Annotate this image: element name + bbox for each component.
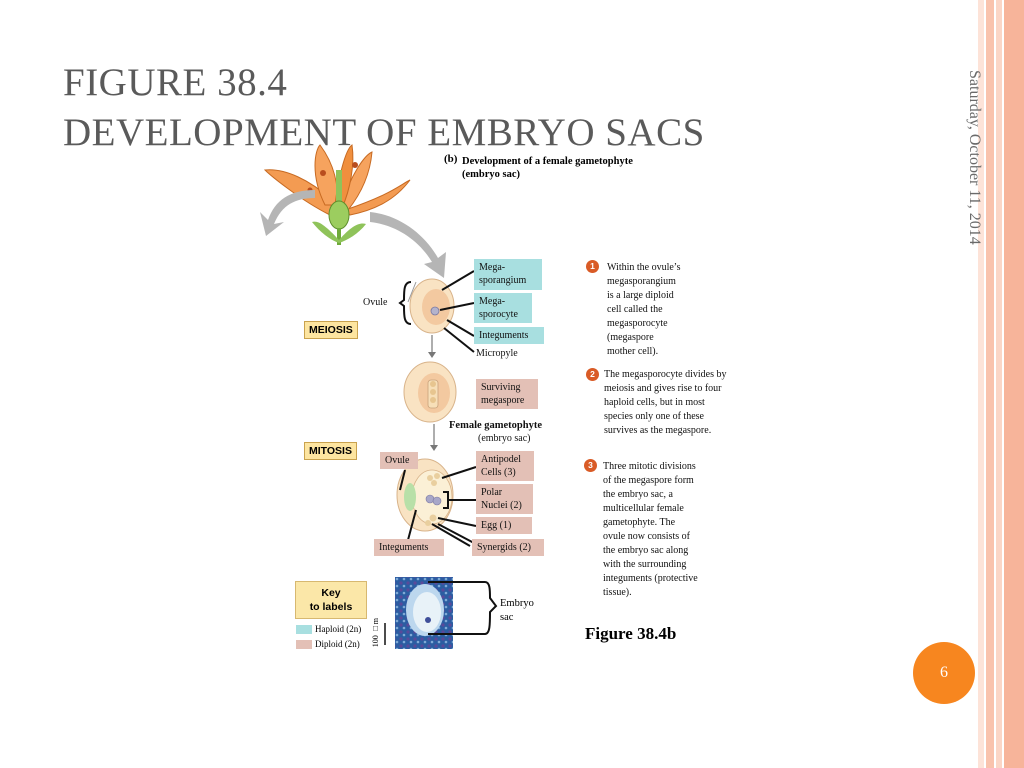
key-diploid: Diploid (2n) (296, 639, 360, 650)
label-synergids: Synergids (2) (472, 539, 544, 556)
label-micropyle: Micropyle (476, 348, 518, 359)
side-stripe (996, 0, 1002, 768)
label-megasporangium: Mega- sporangium (474, 259, 542, 290)
label-surviving-megaspore: Surviving megaspore (476, 379, 538, 409)
label-polar-nuclei: Polar Nuclei (2) (476, 484, 533, 514)
step-1-text: Within the ovule’s megasporangium is a l… (607, 262, 681, 357)
slide-date: Saturday, October 11, 2014 (966, 70, 983, 245)
step-3-number: 3 (584, 459, 597, 472)
label-egg: Egg (1) (476, 517, 532, 534)
label-integuments-top: Integuments (474, 327, 544, 344)
step-2-number: 2 (586, 368, 599, 381)
ovule-diagram-1 (407, 278, 455, 334)
diploid-swatch (296, 640, 312, 650)
figure-subtitle: Development of a female gametophyte (emb… (462, 155, 633, 181)
key-haploid-label: Haploid (2n) (315, 624, 362, 634)
ovule-diagram-3 (396, 458, 454, 532)
title-line-2: DEVELOPMENT OF EMBRYO SACS (63, 111, 705, 154)
label-embryo-sac: Embryo sac (500, 598, 534, 623)
page-number: 6 (913, 642, 975, 704)
title-line-1: FIGURE 38.4 (63, 61, 288, 104)
flower-icon (263, 144, 411, 245)
scale-bar-label: 100 □m (371, 618, 380, 648)
step-3-text: Three mitotic divisions of the megaspore… (603, 461, 698, 598)
key-diploid-label: Diploid (2n) (315, 639, 360, 649)
side-stripe (1004, 0, 1024, 768)
stage-mitosis: MITOSIS (304, 442, 357, 460)
label-ovule-top: Ovule (363, 297, 388, 308)
label-female-gametophyte: Female gametophyte (449, 420, 543, 431)
haploid-swatch (296, 625, 312, 635)
label-female-gametophyte-sub: (embryo sac) (478, 433, 531, 444)
stage-meiosis: MEIOSIS (304, 321, 358, 339)
figure-caption: Figure 38.4b (585, 624, 677, 643)
side-stripe (986, 0, 994, 768)
key-box: Key to labels (295, 581, 367, 619)
label-megasporocyte: Mega- sporocyte (474, 293, 532, 323)
micrograph-image (395, 577, 453, 649)
key-title-line-2: to labels (309, 601, 353, 613)
panel-letter: (b) (444, 153, 458, 165)
ovule-diagram-2 (403, 361, 457, 423)
step-1-number: 1 (586, 260, 599, 273)
key-haploid: Haploid (2n) (296, 624, 361, 635)
label-ovule-bottom: Ovule (380, 452, 418, 469)
side-stripe (978, 0, 984, 768)
label-antipodel-cells: Antipodel Cells (3) (476, 451, 534, 481)
step-2-text: The megasporocyte divides by meiosis and… (604, 369, 727, 436)
key-title-line-1: Key (321, 587, 341, 599)
label-integuments-bottom: Integuments (374, 539, 444, 556)
figure-subtitle-line-2: (embryo sac) (462, 169, 521, 180)
figure-subtitle-line-1: Development of a female gametophyte (462, 156, 633, 167)
slide-title: FIGURE 38.4 DEVELOPMENT OF EMBRYO SACS (63, 58, 705, 158)
